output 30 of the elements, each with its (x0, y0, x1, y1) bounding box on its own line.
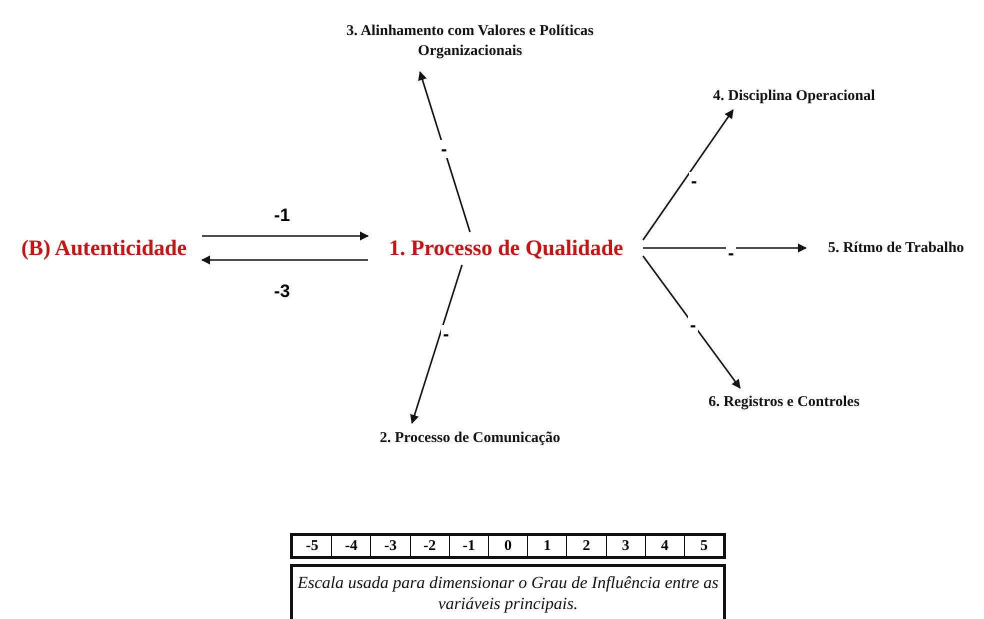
scale-cell: -3 (370, 536, 410, 556)
factor-label: 5. Rítmo de Trabalho (808, 236, 984, 260)
edge-label: - (439, 140, 449, 158)
factor-label: 4. Disciplina Operacional (688, 84, 900, 108)
arrow (410, 264, 463, 424)
scale-cell: 2 (566, 536, 606, 556)
arrow (642, 109, 734, 240)
scale-cell: 4 (644, 536, 684, 556)
edge-label: -1 (272, 206, 292, 224)
scale-cell: 3 (606, 536, 645, 556)
edge-label: -3 (272, 282, 292, 300)
arrow (202, 232, 369, 240)
scale-cell: -4 (331, 536, 370, 556)
factor-label: 1. Processo de Qualidade (370, 232, 642, 264)
arrow (418, 71, 471, 232)
arrow (201, 256, 368, 264)
arrow (642, 256, 741, 389)
caption-box: Escala usada para dimensionar o Grau de Influência entre as variáveis principais. (290, 564, 726, 619)
factor-label: 6. Registros e Controles (678, 390, 890, 414)
scale-cell-text: -5 (304, 536, 320, 556)
scale-cell: 5 (684, 536, 724, 556)
factor-label: (B) Autenticidade (8, 232, 200, 264)
factor-label: 3. Alinhamento com Valores e Políticas Organizacionais (300, 12, 640, 70)
scale-cell: -1 (448, 536, 488, 556)
edge-label: - (688, 316, 698, 334)
arrow (643, 244, 807, 252)
scale-cell: 0 (488, 536, 528, 556)
factor-label: 2. Processo de Comunicação (345, 425, 595, 451)
scale-cell: -2 (410, 536, 449, 556)
scale-cell: 1 (527, 536, 566, 556)
